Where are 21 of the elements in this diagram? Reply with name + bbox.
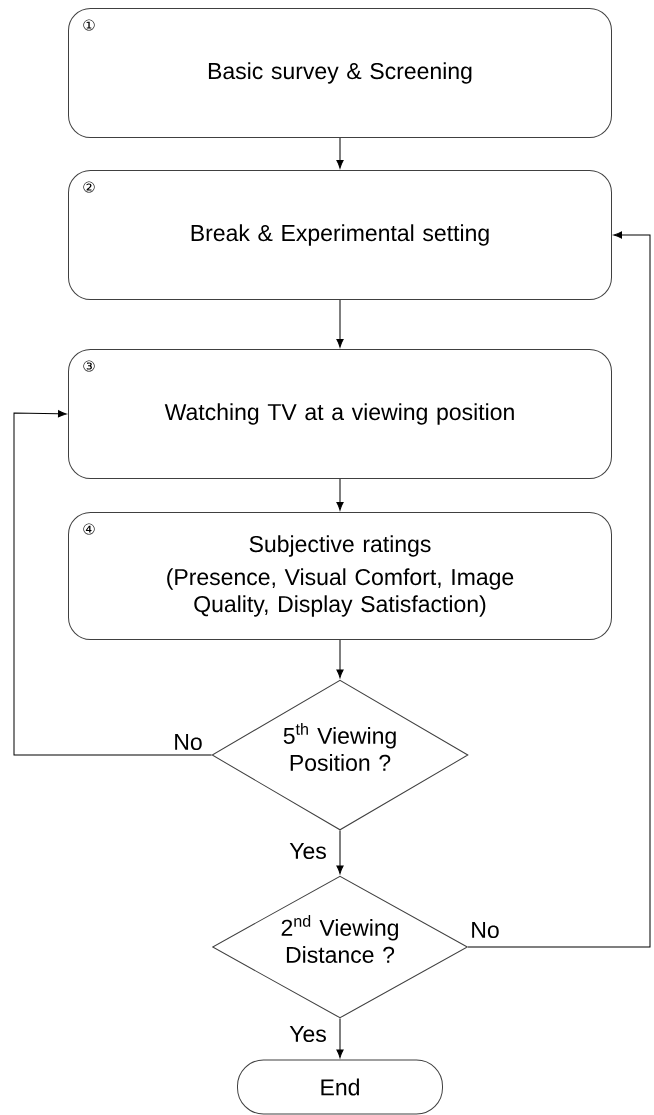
terminal-box: End <box>237 1059 443 1115</box>
process-box: ② Break & Experimental setting <box>68 170 612 300</box>
arrow <box>336 830 344 875</box>
step-number: ③ <box>83 360 95 372</box>
step-number: ④ <box>83 523 95 535</box>
edge-label: No <box>175 734 202 751</box>
arrow <box>336 478 344 511</box>
arrow <box>336 137 344 169</box>
process-box: ③ Watching TV at a viewing position <box>68 349 612 479</box>
arrow <box>336 1018 344 1059</box>
edge-label: No <box>472 922 499 939</box>
edge-label: Yes <box>289 843 326 860</box>
edge-label: Yes <box>289 1026 326 1043</box>
arrow <box>467 231 651 948</box>
process-box: ④ Subjective ratings (Presence, Visual Comfort, Image Quality, Display Satisfaction) <box>68 512 612 640</box>
step-number: ① <box>83 19 95 31</box>
process-box: ① Basic survey & Screening <box>68 8 612 138</box>
arrow <box>336 299 344 348</box>
arrow <box>13 410 212 756</box>
arrow <box>336 639 344 679</box>
step-number: ② <box>83 181 95 193</box>
